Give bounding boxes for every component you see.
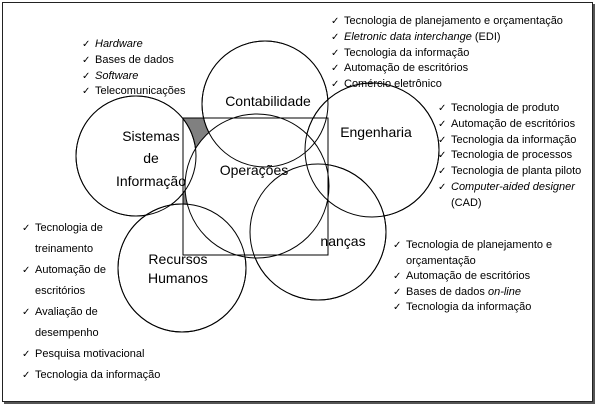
- list-item: Software: [82, 69, 186, 85]
- list-sistemas: HardwareBases de dadosSoftwareTelecomuni…: [82, 37, 186, 100]
- list-item-text: Tecnologia de planejamento e orçamentaçã…: [344, 15, 563, 27]
- list-item-text: Tecnologia da informação: [451, 133, 577, 146]
- list-item: Automação de escritórios: [393, 269, 552, 285]
- list-item: Tecnologia de processos: [438, 148, 581, 164]
- circle-operacoes: [184, 113, 330, 259]
- list-item: Automação de escritórios: [331, 61, 563, 77]
- list-item-text: Automação de escritórios: [344, 62, 469, 75]
- list-item-text: on-line: [487, 285, 521, 298]
- list-item: Telecomunicações: [82, 84, 186, 100]
- list-financas: Tecnologia de planejamento e orçamentação…: [393, 238, 552, 316]
- list-item: Tecnologia de treinamento: [22, 218, 160, 260]
- list-item: Tecnologia da informação: [393, 300, 552, 316]
- list-item-line: Tecnologia de: [35, 222, 103, 234]
- label-financas: nanças: [320, 233, 365, 249]
- list-item-line: desempenho: [35, 327, 99, 339]
- list-item-line: Computer-aided designer: [451, 180, 575, 193]
- list-item-text: Automação de escritórios: [451, 117, 576, 130]
- list-item: Automação de escritórios: [438, 117, 581, 133]
- list-item-text: Tecnologia de planta piloto: [451, 165, 582, 178]
- label-sistemas-line1: Sistemas: [122, 128, 180, 144]
- list-item-line: Avaliação de: [35, 306, 98, 318]
- list-item-line: treinamento: [35, 243, 94, 255]
- list-item: Pesquisa motivacional: [22, 344, 160, 365]
- list-item-text: Comércio eletrônico: [344, 78, 442, 91]
- list-item-text: Tecnologia de produto: [451, 102, 560, 114]
- list-item: Eletronic data interchange (EDI): [331, 30, 563, 46]
- label-recursos-line2: Humanos: [148, 270, 208, 286]
- list-item-text: Bases de dados: [406, 285, 488, 298]
- list-item: Tecnologia de planta piloto: [438, 164, 581, 180]
- list-item-text: Telecomunicações: [95, 85, 186, 98]
- list-item: Bases de dados: [82, 53, 186, 69]
- list-item-text: Tecnologia de processos: [451, 149, 573, 162]
- list-contabilidade: Tecnologia de planejamento e orçamentaçã…: [331, 14, 563, 93]
- list-item-line: (CAD): [451, 196, 482, 209]
- list-item: Comércio eletrônico: [331, 77, 563, 93]
- label-sistemas-line2: de: [143, 150, 159, 166]
- list-item-line: escritórios: [35, 285, 86, 297]
- list-item-text: Tecnologia da informação: [35, 369, 161, 381]
- list-item: Tecnologia de planejamento e orçamentaçã…: [331, 14, 563, 30]
- list-item-line: Automação de: [35, 264, 106, 276]
- label-engenharia: Engenharia: [340, 124, 412, 140]
- circle-sistemas: [75, 95, 197, 217]
- label-recursos-line1: Recursos: [148, 251, 207, 267]
- list-item-line: Tecnologia de planejamento e: [406, 239, 553, 251]
- list-item-text: Software: [95, 69, 139, 82]
- list-item: Bases de dados on-line: [393, 285, 552, 301]
- list-item: Tecnologia de produto: [438, 101, 581, 117]
- list-item: Tecnologia da informação: [331, 46, 563, 62]
- list-recursos-humanos: Tecnologia de treinamentoAutomação de escr…: [22, 218, 160, 386]
- list-item-text: Hardware: [95, 38, 143, 50]
- list-item-text: Tecnologia da informação: [344, 46, 470, 59]
- label-contabilidade: Contabilidade: [225, 93, 311, 109]
- list-item: Tecnologia da informação: [22, 365, 160, 386]
- list-item-text: Eletronic data interchange: [344, 30, 472, 43]
- list-item-text: Tecnologia da informação: [406, 301, 532, 313]
- list-item: Tecnologia da informação: [438, 133, 581, 149]
- list-item: Automação de escritórios: [22, 260, 160, 302]
- list-item-text: (EDI): [471, 30, 501, 43]
- list-item: Hardware: [82, 37, 186, 53]
- label-sistemas-line3: Informação: [116, 173, 186, 189]
- list-item-text: Automação de escritórios: [406, 270, 531, 282]
- list-item: Computer-aided designer (CAD): [438, 180, 581, 212]
- list-item: Tecnologia de planejamento e orçamentação: [393, 238, 552, 269]
- list-item-text: Pesquisa motivacional: [35, 348, 145, 360]
- list-item: Avaliação de desempenho: [22, 302, 160, 344]
- list-engenharia: Tecnologia de produtoAutomação de escrit…: [438, 101, 581, 212]
- label-operacoes: Operações: [220, 162, 288, 178]
- list-item-text: Bases de dados: [95, 53, 174, 66]
- list-item-line: orçamentação: [406, 254, 476, 267]
